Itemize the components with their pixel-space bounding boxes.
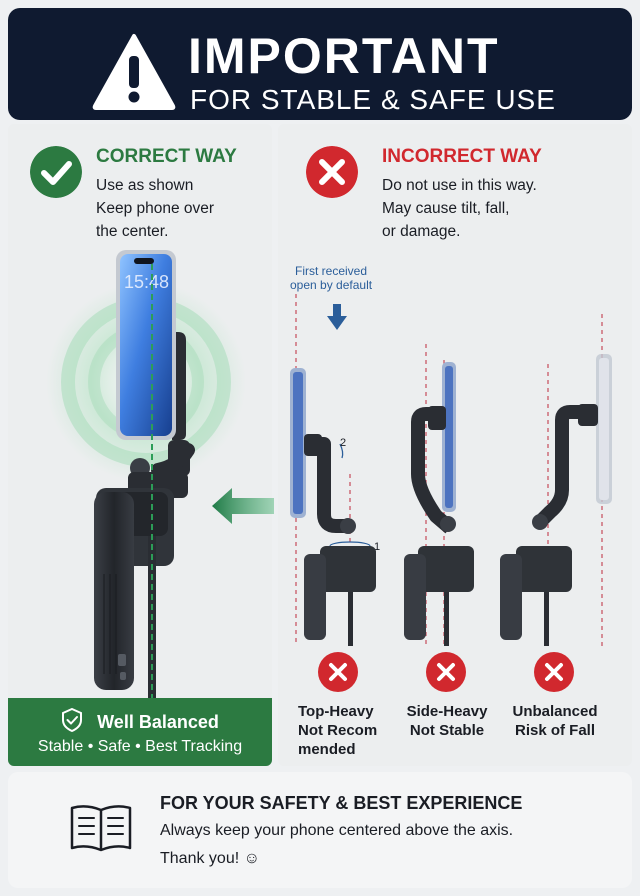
well-balanced-bar: Well Balanced Stable • Safe • Best Track…: [8, 698, 272, 766]
footer-line-1: Always keep your phone centered above th…: [160, 822, 514, 839]
warning-triangle-icon: [92, 34, 176, 110]
header-title: IMPORTANT: [188, 28, 500, 84]
correct-line-2: Keep phone over: [96, 200, 215, 217]
arrow-down-icon: [327, 304, 347, 330]
footer-title: FOR YOUR SAFETY & BEST EXPERIENCE: [160, 793, 523, 813]
shield-check-icon: [62, 708, 83, 732]
gimbal-unbalanced: [500, 314, 612, 646]
incorrect-line-2: May cause tilt, fall,: [382, 200, 510, 217]
correct-gimbal-illustration: 15:48: [46, 250, 246, 700]
case-label-side-heavy: Side-Heavy Not Stable: [406, 703, 488, 739]
arrow-left-icon: [212, 488, 274, 524]
incorrect-gimbals-illustration: 2 1: [290, 294, 612, 646]
open-book-icon: [70, 805, 132, 852]
well-balanced-subtitle: Stable • Safe • Best Tracking: [37, 738, 243, 755]
header-subtitle: FOR STABLE & SAFE USE: [190, 84, 556, 115]
first-received-label: First received open by default: [290, 264, 373, 292]
x-circle-icon-side-heavy: [426, 652, 466, 692]
correct-line-1: Use as shown: [96, 177, 194, 194]
check-circle-icon: [30, 146, 82, 198]
header-banner: IMPORTANT FOR STABLE & SAFE USE: [8, 8, 632, 120]
incorrect-heading: INCORRECT WAY: [382, 146, 542, 167]
step-label-2: 2: [340, 437, 346, 449]
phone-clock: 15:48: [124, 272, 169, 292]
step-label-1: 1: [374, 541, 380, 553]
correct-line-3: the center.: [96, 223, 169, 240]
incorrect-line-1: Do not use in this way.: [382, 177, 537, 194]
safety-footer: FOR YOUR SAFETY & BEST EXPERIENCE Always…: [8, 772, 632, 888]
gimbal-top-heavy: 2 1: [290, 294, 380, 646]
x-circle-icon-unbalanced: [534, 652, 574, 692]
x-circle-icon-top-heavy: [318, 652, 358, 692]
incorrect-line-3: or damage.: [382, 223, 461, 240]
correct-heading: CORRECT WAY: [96, 146, 237, 167]
correct-way-panel: CORRECT WAY Use as shown Keep phone over…: [8, 124, 272, 766]
footer-line-2: Thank you! ☺: [160, 850, 260, 867]
incorrect-way-panel: INCORRECT WAY Do not use in this way. Ma…: [278, 124, 632, 766]
case-label-unbalanced: Unbalanced Risk of Fall: [512, 703, 598, 739]
gimbal-side-heavy: [404, 344, 474, 646]
well-balanced-title: Well Balanced: [97, 712, 219, 732]
x-circle-icon: [306, 146, 358, 198]
case-label-top-heavy: Top-Heavy Not Recom mended: [298, 703, 378, 758]
